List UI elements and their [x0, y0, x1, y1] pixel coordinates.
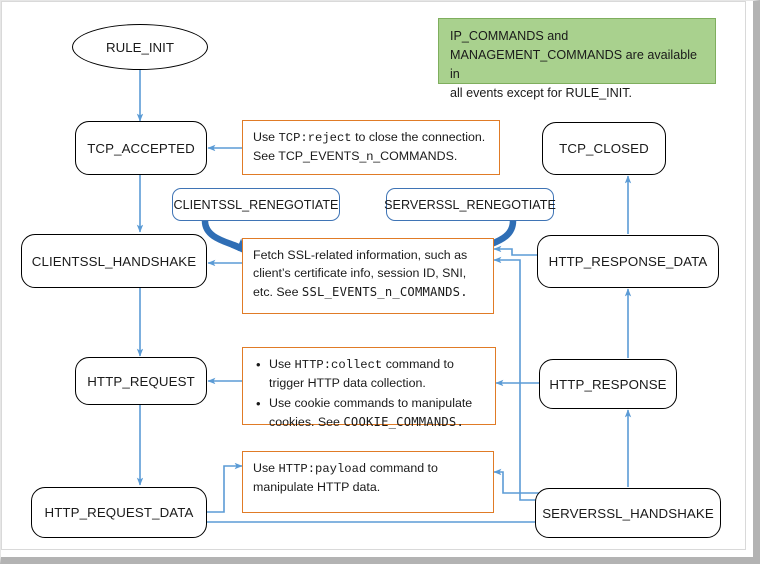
callout-http-payload: Use HTTP:payload command to manipulate H…	[242, 451, 494, 513]
callout-payload-l1-command: HTTP:payload	[278, 462, 367, 476]
callout-http-b2-ref: COOKIE_COMMANDS.	[343, 414, 464, 429]
node-http-request[interactable]: HTTP_REQUEST	[75, 357, 207, 405]
note-global-commands: IP_COMMANDS and MANAGEMENT_COMMANDS are …	[438, 18, 716, 100]
node-clientssl-handshake-label: CLIENTSSL_HANDSHAKE	[31, 253, 197, 269]
node-serverssl-renegotiate[interactable]: SERVERSSL_RENEGOTIATE	[384, 188, 556, 221]
node-http-response-label: HTTP_RESPONSE	[549, 376, 667, 392]
callout-ssl-line-2: client’s certificate info, session ID, S…	[253, 266, 467, 281]
callout-tcp-l1-a: Use	[253, 130, 279, 144]
callout-http-b1-b: command to trigger HTTP data collection.	[269, 357, 454, 391]
callout-payload-line-2: manipulate HTTP data.	[253, 480, 381, 495]
node-clientssl-handshake[interactable]: CLIENTSSL_HANDSHAKE	[21, 234, 207, 288]
callout-http-b1-a: Use	[269, 357, 295, 371]
node-serverssl-renegotiate-label: SERVERSSL_RENEGOTIATE	[384, 197, 556, 212]
node-http-request-data[interactable]: HTTP_REQUEST_DATA	[31, 487, 207, 538]
node-serverssl-handshake[interactable]: SERVERSSL_HANDSHAKE	[535, 488, 721, 538]
callout-http-bullet-1: Use HTTP:collect command to trigger HTTP…	[256, 355, 485, 392]
callout-ssl-l3-ref: SSL_EVENTS_n_COMMANDS.	[301, 284, 468, 299]
callout-tcp-l1-command: TCP:reject	[278, 131, 352, 145]
edge-serverssl-to-payloadcallout	[493, 468, 566, 494]
callout-http-collect: Use HTTP:collect command to trigger HTTP…	[242, 347, 496, 429]
callout-http-list: Use HTTP:collect command to trigger HTTP…	[253, 355, 485, 431]
callout-ssl-line-3: etc. See SSL_EVENTS_n_COMMANDS.	[253, 283, 483, 301]
callout-tcp-reject: Use TCP:reject to close the connection. …	[242, 120, 500, 175]
callout-tcp-line-2: See TCP_EVENTS_n_COMMANDS.	[253, 149, 458, 164]
node-serverssl-handshake-label: SERVERSSL_HANDSHAKE	[542, 505, 714, 521]
node-http-response-data[interactable]: HTTP_RESPONSE_DATA	[537, 235, 719, 288]
callout-payload-l1-a: Use	[253, 461, 279, 475]
callout-http-bullet-2: Use cookie commands to manipulate cookie…	[256, 394, 485, 431]
node-http-response-data-label: HTTP_RESPONSE_DATA	[548, 254, 708, 269]
node-tcp-accepted[interactable]: TCP_ACCEPTED	[75, 121, 207, 175]
edge-payloadcallout-to-requestdata	[206, 462, 243, 513]
node-rule-init[interactable]: RULE_INIT	[72, 24, 208, 70]
loop-clientssl-renegotiate	[201, 220, 245, 254]
callout-ssl-l3-a: etc. See	[253, 284, 302, 299]
node-clientssl-renegotiate-label: CLIENTSSL_RENEGOTIATE	[173, 197, 339, 212]
node-http-request-label: HTTP_REQUEST	[87, 373, 195, 389]
callout-ssl-line-1: Fetch SSL-related information, such as	[253, 248, 468, 262]
callout-payload-l1-b: command to	[366, 461, 438, 475]
callout-ssl-info: Fetch SSL-related information, such as c…	[242, 238, 494, 314]
node-http-response[interactable]: HTTP_RESPONSE	[539, 359, 677, 409]
callout-http-b2-a: Use cookie commands to manipulate cookie…	[269, 396, 473, 429]
node-http-request-data-label: HTTP_REQUEST_DATA	[44, 505, 194, 520]
node-tcp-accepted-label: TCP_ACCEPTED	[87, 140, 195, 156]
node-tcp-closed[interactable]: TCP_CLOSED	[542, 122, 666, 175]
node-tcp-closed-label: TCP_CLOSED	[559, 141, 649, 156]
callout-tcp-line-1: Use TCP:reject to close the connection.	[253, 128, 489, 147]
node-rule-init-label: RULE_INIT	[106, 39, 174, 55]
note-line-3: all events except for RULE_INIT.	[450, 85, 632, 100]
callout-tcp-l1-b: to close the connection.	[351, 130, 486, 144]
callout-http-b1-command: HTTP:collect	[294, 358, 383, 372]
note-line-1: IP_COMMANDS and	[450, 29, 569, 43]
node-clientssl-renegotiate[interactable]: CLIENTSSL_RENEGOTIATE	[172, 188, 340, 221]
callout-payload-line-1: Use HTTP:payload command to	[253, 459, 483, 478]
note-line-2: MANAGEMENT_COMMANDS are available in	[450, 47, 698, 81]
